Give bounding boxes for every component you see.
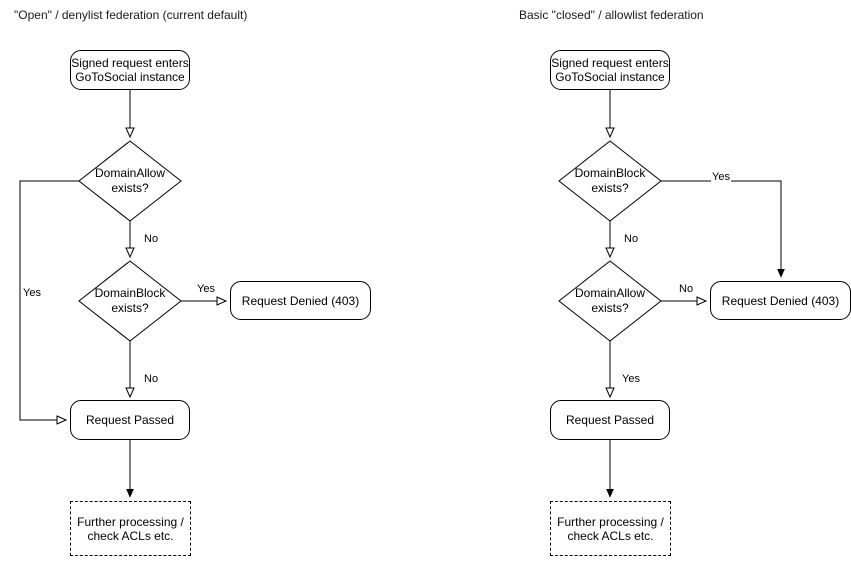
node-entry-left[interactable]: Signed request enters GoToSocial instanc…: [70, 50, 190, 90]
edge-label-domainblock-yes-left: Yes: [196, 283, 216, 296]
node-request-denied-left[interactable]: Request Denied (403): [230, 281, 371, 320]
node-further-processing-right[interactable]: Further processing / check ACLs etc.: [550, 501, 671, 556]
node-request-denied-right[interactable]: Request Denied (403): [710, 281, 851, 320]
node-further-processing-right-line2: check ACLs etc.: [567, 528, 654, 543]
edge-label-domainblock-no-right: No: [623, 233, 640, 246]
decision-domainallow-right: [558, 260, 662, 342]
node-further-processing-left[interactable]: Further processing / check ACLs etc.: [70, 501, 191, 556]
node-further-processing-right-line1: Further processing /: [557, 514, 664, 529]
node-further-processing-left-line2: check ACLs etc.: [87, 528, 174, 543]
node-entry-right[interactable]: Signed request enters GoToSocial instanc…: [550, 50, 670, 90]
node-request-passed-left[interactable]: Request Passed: [70, 400, 190, 440]
edge-label-domainallow-no-right: No: [678, 283, 695, 296]
edge-label-domainallow-yes-left: Yes: [22, 287, 42, 300]
edge-domainallow-yes-to-passed: [19, 180, 79, 425]
edge-label-domainblock-no-left: No: [143, 373, 160, 386]
edge-label-domainallow-yes-right: Yes: [621, 373, 641, 386]
node-entry-left-text: Signed request enters GoToSocial instanc…: [71, 56, 188, 84]
node-entry-left-line2: GoToSocial instance: [75, 70, 185, 84]
node-entry-left-line1: Signed request enters: [71, 56, 189, 70]
decision-domainallow-left: [78, 140, 182, 222]
edge-domainblock-yes-to-denied-right: [661, 180, 781, 277]
node-further-processing-left-line1: Further processing /: [77, 514, 184, 529]
node-request-passed-right[interactable]: Request Passed: [550, 400, 670, 440]
decision-domainblock-right: [558, 140, 662, 222]
column-title-left: "Open" / denylist federation (current de…: [14, 8, 248, 22]
decision-domainblock-left: [78, 260, 182, 342]
edge-label-domainallow-no-left: No: [143, 233, 160, 246]
edge-label-domainblock-yes-right: Yes: [711, 171, 731, 184]
node-entry-right-line1: Signed request enters: [551, 56, 669, 70]
node-entry-right-line2: GoToSocial instance: [555, 70, 665, 84]
column-title-right: Basic "closed" / allowlist federation: [519, 8, 704, 22]
